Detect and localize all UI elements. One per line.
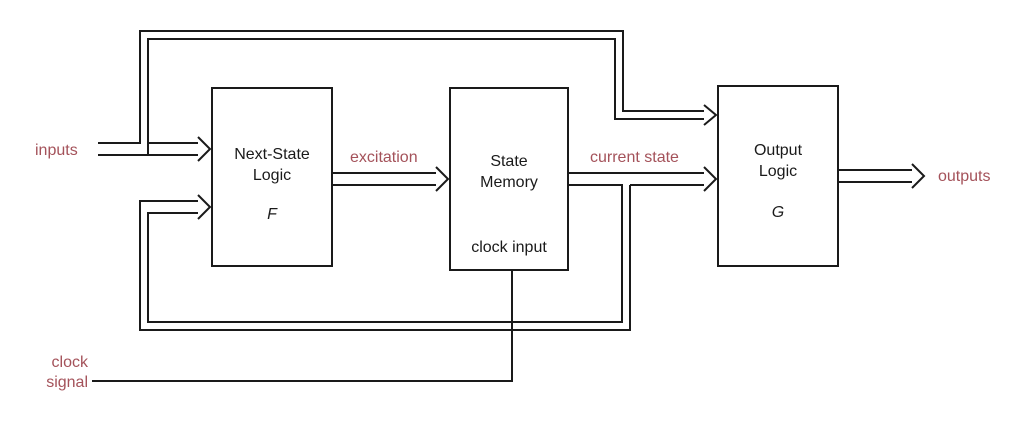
excitation-arrowhead: [435, 166, 450, 192]
inputs-to-next-state-arrowhead: [197, 136, 212, 162]
clock-signal-label-line1: clock: [52, 354, 89, 371]
state-memory-label-line2: Memory: [480, 174, 538, 191]
current-state-arrowhead: [703, 166, 718, 192]
excitation-bus: [332, 172, 436, 186]
next-state-logic-label-line2: Logic: [253, 167, 291, 184]
feedback-arrowhead: [197, 194, 212, 220]
state-memory-block: State Memory clock input: [449, 87, 569, 271]
output-logic-block: Output Logic G: [717, 85, 839, 267]
outputs-arrowhead: [911, 163, 926, 189]
next-state-logic-block: Next-State Logic F: [211, 87, 333, 267]
state-memory-label-line1: State: [490, 153, 527, 170]
current-state-label: current state: [590, 149, 679, 166]
output-function-label: G: [772, 204, 784, 221]
next-state-logic-label-line1: Next-State: [234, 146, 310, 163]
output-logic-label-line2: Logic: [759, 163, 797, 180]
current-state-bus: [139, 172, 704, 331]
outputs-label: outputs: [938, 168, 990, 185]
inputs-bus: [98, 30, 704, 156]
next-state-function-label: F: [267, 206, 278, 223]
inputs-branch-to-output-arrowhead: [703, 104, 718, 126]
outputs-bus: [838, 169, 912, 183]
clock-signal-wire: [92, 270, 513, 382]
clock-signal-label-line2: signal: [46, 374, 88, 391]
inputs-label: inputs: [35, 142, 78, 159]
excitation-label: excitation: [350, 149, 418, 166]
clock-input-port-label: clock input: [471, 239, 547, 256]
output-logic-label-line1: Output: [754, 142, 803, 159]
